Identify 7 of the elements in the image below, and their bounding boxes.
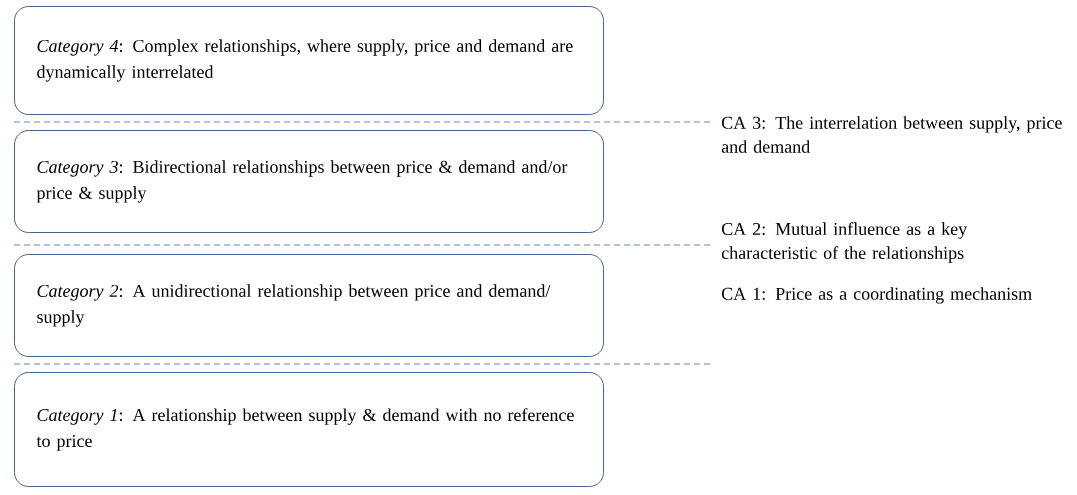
annotation-text: CA 3: The interrelation between supply, price and demand	[721, 116, 1062, 153]
category-box: Category 4: Complex relationships, where supply, price and demand are dynamically interrelated	[14, 6, 604, 115]
category-box: Category 2: A unidirectional relationship between price and demand/ supply	[14, 254, 604, 357]
category-box: Category 1: A relationship between supply & demand with no reference to price	[14, 372, 604, 487]
annotation-text: CA 1: Price as a coordinating mechanism	[721, 287, 1032, 304]
annotation-text: CA 2: Mutual influence as a key characteristic of the relationships	[721, 222, 968, 263]
category-box: Category 3: Bidirectional relationships between price & demand and/or price & supply	[14, 130, 604, 233]
